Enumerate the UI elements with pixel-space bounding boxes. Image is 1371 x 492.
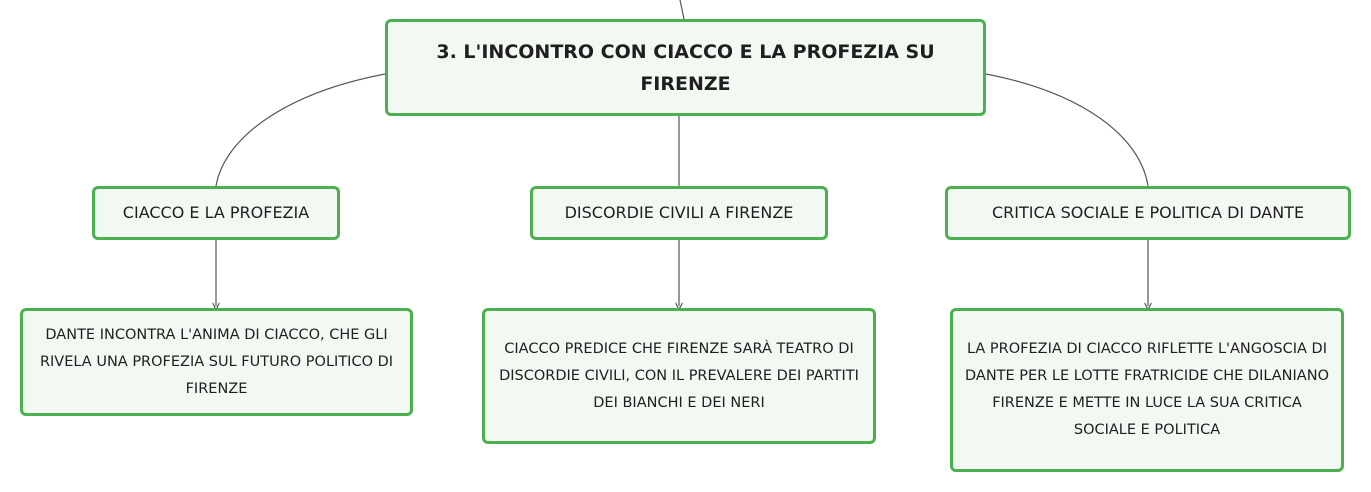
detail-node-ciacco-profezia[interactable]: DANTE INCONTRA L'ANIMA DI CIACCO, CHE GL… — [20, 308, 413, 416]
detail-text: DANTE INCONTRA L'ANIMA DI CIACCO, CHE GL… — [39, 326, 394, 397]
connector-root-to-branch-1 — [215, 73, 386, 187]
branch-label: CIACCO E LA PROFEZIA — [122, 203, 310, 222]
branch-label: CRITICA SOCIALE E POLITICA DI DANTE — [991, 203, 1305, 222]
branch-node-ciacco-profezia[interactable]: CIACCO E LA PROFEZIA — [92, 186, 340, 240]
branch-node-discordie-civili[interactable]: DISCORDIE CIVILI A FIRENZE — [530, 186, 828, 240]
detail-node-discordie-civili[interactable]: CIACCO PREDICE CHE FIRENZE SARÀ TEATRO D… — [482, 308, 876, 444]
connector-root-to-branch-3 — [985, 73, 1149, 187]
root-topic-node[interactable]: 3. L'INCONTRO CON CIACCO E LA PROFEZIA S… — [385, 19, 986, 116]
root-topic-label: 3. L'INCONTRO CON CIACCO E LA PROFEZIA S… — [436, 40, 935, 95]
detail-text: CIACCO PREDICE CHE FIRENZE SARÀ TEATRO D… — [499, 340, 859, 411]
branch-node-critica-sociale[interactable]: CRITICA SOCIALE E POLITICA DI DANTE — [945, 186, 1351, 240]
detail-node-critica-sociale[interactable]: LA PROFEZIA DI CIACCO RIFLETTE L'ANGOSCI… — [950, 308, 1344, 472]
connector-incoming — [679, 0, 685, 20]
branch-label: DISCORDIE CIVILI A FIRENZE — [564, 203, 794, 222]
detail-text: LA PROFEZIA DI CIACCO RIFLETTE L'ANGOSCI… — [965, 341, 1329, 438]
